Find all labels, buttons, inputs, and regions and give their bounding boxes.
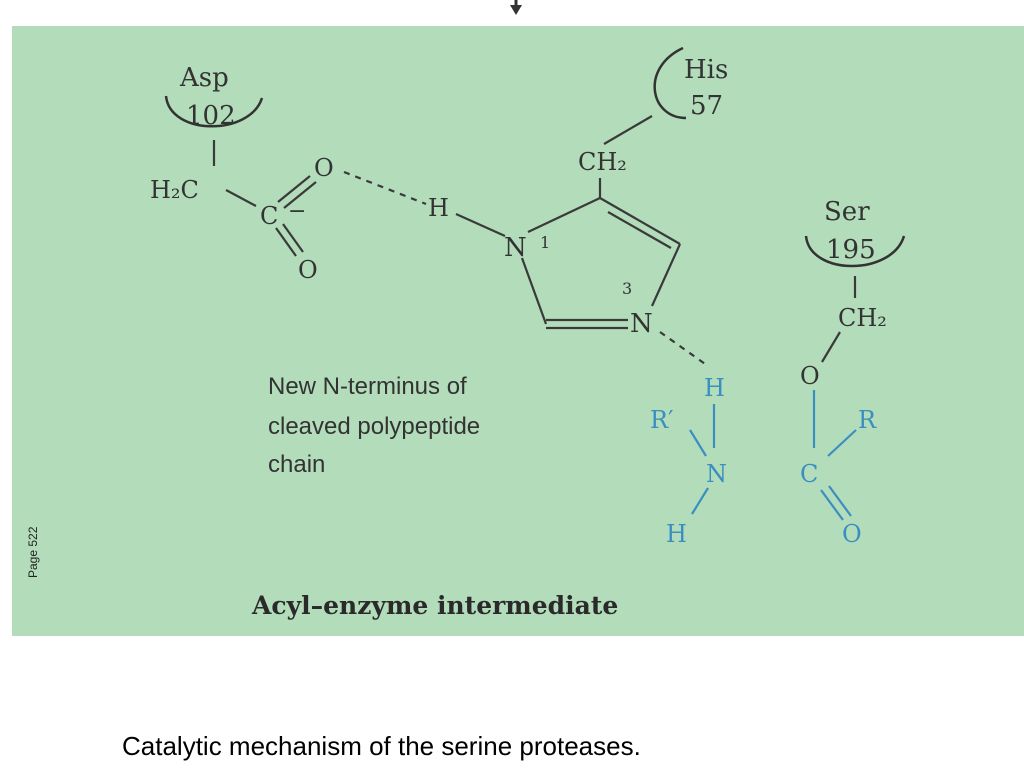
structure-bonds bbox=[212, 115, 857, 363]
asp-negative-charge: − bbox=[288, 199, 306, 224]
annotation-line-2: cleaved polypeptide bbox=[268, 413, 480, 440]
hydrogen-bonds bbox=[343, 170, 709, 367]
ser-ch2: CH₂ bbox=[838, 304, 887, 332]
annotation-line-3: chain bbox=[268, 451, 325, 478]
ser-number: 195 bbox=[826, 235, 876, 265]
substrate-bonds bbox=[689, 390, 857, 521]
ser-carbonyl-oxygen: O bbox=[842, 520, 862, 548]
his-ch2: CH₂ bbox=[578, 148, 627, 176]
ser-residue-arc bbox=[804, 235, 906, 268]
ser-label: Ser bbox=[824, 197, 870, 227]
his-label: His bbox=[684, 55, 728, 85]
his-n1-index: 1 bbox=[540, 233, 550, 252]
ser-oxygen: O bbox=[800, 362, 820, 390]
his-n1: N bbox=[504, 233, 527, 263]
his-residue-arc bbox=[653, 46, 687, 120]
asp-oxygen-top: O bbox=[314, 154, 334, 182]
substrate-nitrogen: N bbox=[706, 460, 727, 488]
his-hydrogen: H bbox=[428, 194, 449, 222]
slide-caption: Catalytic mechanism of the serine protea… bbox=[122, 731, 641, 761]
asp-residue-arc bbox=[164, 95, 264, 128]
substrate-hydrogen-top: H bbox=[704, 374, 725, 402]
ser-r-group: R bbox=[858, 406, 877, 434]
diagram-panel bbox=[12, 26, 1024, 636]
diagram-title: Acyl–enzyme intermediate bbox=[251, 591, 618, 620]
asp-h2c: H₂C bbox=[150, 176, 199, 204]
asp-label: Asp bbox=[179, 63, 229, 93]
his-number: 57 bbox=[690, 91, 723, 121]
arrow-down-icon bbox=[510, 0, 522, 15]
page-number-label: Page 522 bbox=[26, 526, 40, 578]
ser-carbon: C bbox=[800, 460, 818, 488]
his-n3-index: 3 bbox=[622, 279, 632, 298]
asp-number: 102 bbox=[186, 101, 236, 131]
annotation-line-1: New N-terminus of bbox=[268, 373, 467, 400]
asp-carbon: C bbox=[260, 202, 278, 230]
substrate-hydrogen-bottom: H bbox=[666, 520, 687, 548]
his-n3: N bbox=[630, 309, 653, 339]
substrate-r-prime: R′ bbox=[650, 406, 674, 434]
asp-oxygen-bottom: O bbox=[298, 256, 318, 284]
